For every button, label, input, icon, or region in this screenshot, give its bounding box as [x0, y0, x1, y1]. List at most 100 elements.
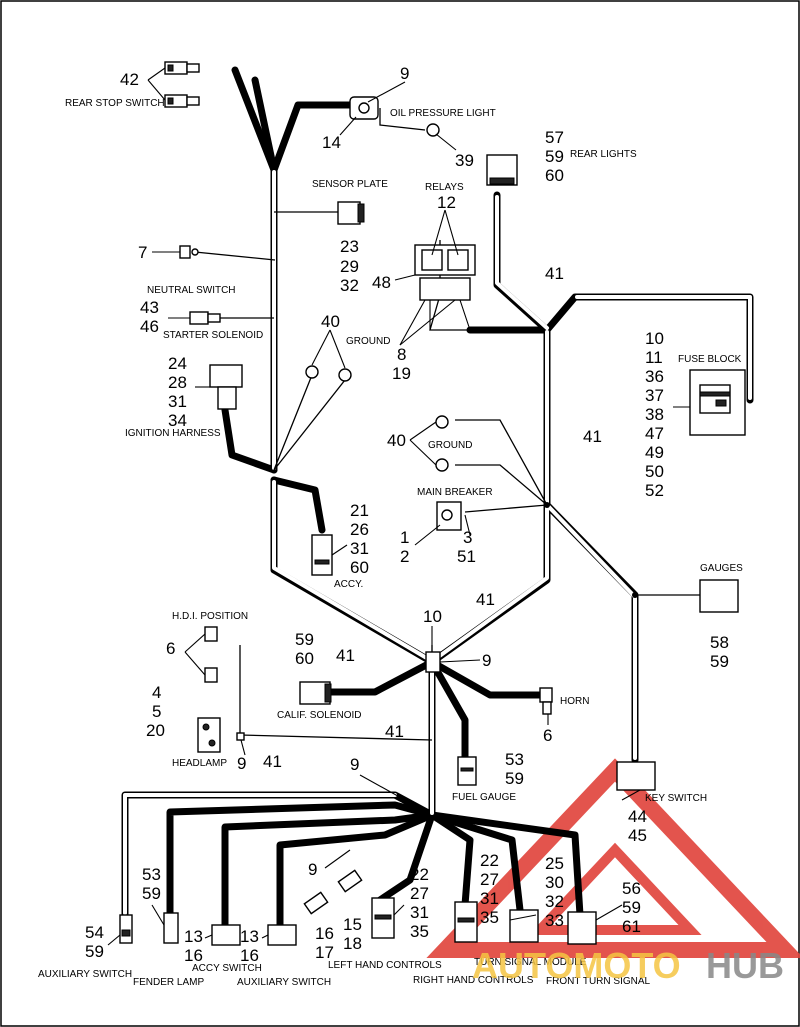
callout-fuse-8: 50 [645, 462, 664, 481]
relays-block [414, 244, 476, 331]
label-turn-signal-module: TURN SIGNAL MODULE [474, 957, 587, 968]
callout-fuse-7: 49 [645, 443, 664, 462]
label-left-hand-controls: LEFT HAND CONTROLS [328, 960, 442, 971]
callout-9-fan: 9 [350, 755, 359, 774]
callout-neutral-2: 46 [140, 317, 159, 336]
callout-rear-lights-1: 57 [545, 128, 564, 147]
callout-accy-2: 26 [350, 520, 369, 539]
label-starter-solenoid: STARTER SOLENOID [163, 330, 263, 341]
label-auxiliary-switch-left: AUXILIARY SWITCH [38, 969, 132, 980]
callout-aux-left-2: 59 [85, 942, 104, 961]
sensor-plate-connector [337, 201, 365, 225]
callout-accy-switch-1: 13 [184, 927, 203, 946]
callout-fender-1: 53 [142, 865, 161, 884]
component-labels: REAR STOP SWITCH OIL PRESSURE LIGHT REAR… [38, 98, 743, 988]
callout-9-oil: 9 [400, 64, 409, 83]
gauges-connector [699, 579, 739, 613]
callout-10: 10 [423, 607, 442, 626]
callout-lhc-3: 31 [410, 903, 429, 922]
label-fender-lamp: FENDER LAMP [133, 977, 204, 988]
callout-headlamp-3: 20 [146, 721, 165, 740]
accy-connector [311, 534, 333, 576]
label-key-switch: KEY SWITCH [645, 793, 707, 804]
callout-rear-lights-2: 59 [545, 147, 564, 166]
watermark-brand-part1: AUTOMOTO [472, 945, 681, 986]
callout-gauges-1: 58 [710, 633, 729, 652]
callout-ignition-3: 31 [168, 392, 187, 411]
callout-9-lower: 9 [308, 860, 317, 879]
callout-breaker-4: 51 [457, 547, 476, 566]
callout-fuel-1: 53 [505, 750, 524, 769]
ignition-harness-connector [209, 364, 243, 410]
callout-breaker-2: 2 [400, 547, 409, 566]
label-hdi-position: H.D.I. POSITION [172, 611, 248, 622]
hdi-position-connectors [204, 626, 245, 741]
label-sensor-plate: SENSOR PLATE [312, 179, 388, 190]
callout-40-mid: 40 [387, 431, 406, 450]
callout-sensor-3: 32 [340, 276, 359, 295]
callout-fuse-9: 52 [645, 481, 664, 500]
rear-lights-connector [486, 154, 518, 186]
callout-headlamp-1: 4 [152, 683, 161, 702]
label-neutral-switch: NEUTRAL SWITCH [147, 285, 236, 296]
automotohub-watermark-text: AUTOMOTO HUB [472, 945, 784, 986]
fuel-gauge-connector [457, 756, 477, 786]
label-front-turn-signal: FRONT TURN SIGNAL [546, 976, 651, 987]
callout-tsm-1: 25 [545, 854, 564, 873]
key-switch-connector [616, 761, 656, 791]
callout-9-headlamp: 9 [237, 754, 246, 773]
callout-gauges-2: 59 [710, 652, 729, 671]
auxiliary-switch-mid-connector [267, 924, 297, 946]
label-rear-lights: REAR LIGHTS [570, 149, 637, 160]
callout-9-center: 9 [482, 651, 491, 670]
callout-tsm-2: 30 [545, 873, 564, 892]
callout-calif-1: 59 [295, 630, 314, 649]
callout-41-d: 41 [336, 646, 355, 665]
left-hand-controls-connector [371, 897, 395, 939]
callout-accy-1: 21 [350, 501, 369, 520]
callout-41-e: 41 [385, 722, 404, 741]
label-relays: RELAYS [425, 182, 464, 193]
front-turn-signal-connector [567, 911, 597, 945]
callout-fuse-1: 10 [645, 329, 664, 348]
label-calif-solenoid: CALIF. SOLENOID [277, 710, 361, 721]
leader-lines [107, 67, 690, 946]
label-ground-mid: GROUND [428, 440, 472, 451]
callout-12: 12 [437, 193, 456, 212]
callout-key-1: 44 [628, 807, 647, 826]
callout-breaker-1: 1 [400, 528, 409, 547]
callout-accy-4: 60 [350, 558, 369, 577]
label-accy: ACCY. [334, 579, 363, 590]
ground-lugs-left [305, 365, 352, 382]
callout-breaker-3: 3 [463, 528, 472, 547]
callout-relays-bottom-2: 19 [392, 364, 411, 383]
callout-calif-2: 60 [295, 649, 314, 668]
callout-fts-2: 59 [622, 898, 641, 917]
callout-40-left: 40 [321, 312, 340, 331]
callout-ignition-2: 28 [168, 373, 187, 392]
neutral-switch-connector [189, 311, 221, 325]
callout-accy-3: 31 [350, 539, 369, 558]
label-fuse-block: FUSE BLOCK [678, 354, 742, 365]
callout-15-18-b: 18 [343, 934, 362, 953]
callout-lhc-4: 35 [410, 922, 429, 941]
callout-sensor-1: 23 [340, 237, 359, 256]
callout-tsm-4: 33 [545, 911, 564, 930]
callout-sensor-2: 29 [340, 257, 359, 276]
callout-48: 48 [372, 273, 391, 292]
callout-rhc-1: 22 [480, 851, 499, 870]
label-accy-switch: ACCY SWITCH [192, 963, 262, 974]
callout-lhc-1: 22 [410, 865, 429, 884]
headlamp-connector [197, 717, 221, 753]
callout-ignition-1: 24 [168, 354, 187, 373]
center-junction [425, 651, 441, 673]
callout-6-horn: 6 [543, 726, 552, 745]
horn-connector [539, 687, 553, 715]
main-breaker [436, 501, 462, 531]
label-fuel-gauge: FUEL GAUGE [452, 792, 516, 803]
callout-fts-1: 56 [622, 879, 641, 898]
callout-fuel-2: 59 [505, 769, 524, 788]
callout-neutral-1: 43 [140, 298, 159, 317]
callout-rhc-3: 31 [480, 889, 499, 908]
